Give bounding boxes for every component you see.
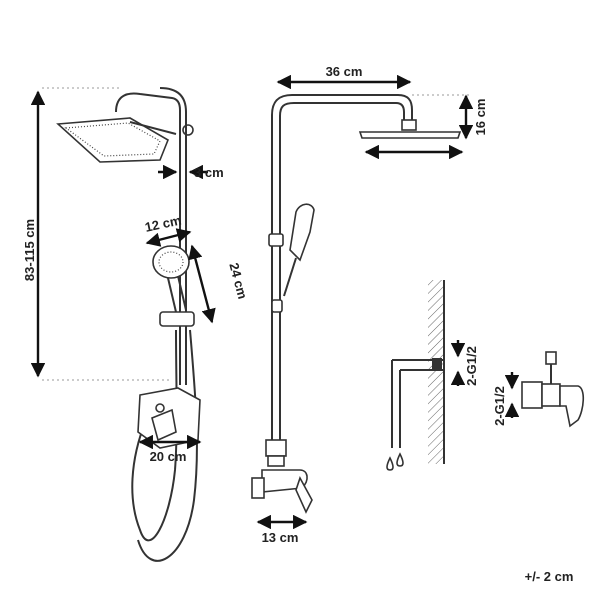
total-height-label: 83-115 cm bbox=[22, 219, 37, 281]
handshower-width-arrow bbox=[145, 228, 192, 247]
thread-wall-label: 2-G1/2 bbox=[464, 346, 479, 386]
hand-shower bbox=[152, 245, 195, 327]
offset-label: 3 cm bbox=[194, 165, 224, 180]
wall-connection-detail bbox=[386, 280, 445, 471]
mixer-side-detail bbox=[521, 351, 585, 428]
tolerance-label: +/- 2 cm bbox=[525, 569, 574, 584]
left-shower-view bbox=[42, 87, 201, 562]
front-head bbox=[358, 131, 462, 139]
mixer-depth-label: 13 cm bbox=[262, 530, 299, 545]
front-mixer bbox=[251, 439, 313, 514]
front-riser bbox=[271, 94, 413, 440]
water-drop-icon bbox=[396, 452, 404, 467]
front-elevation-view bbox=[251, 94, 462, 514]
front-handshower bbox=[289, 203, 315, 262]
head-height-label: 16 cm bbox=[473, 99, 488, 136]
wall-fitting bbox=[432, 358, 442, 370]
wall-hatch bbox=[428, 280, 444, 464]
head-width-label: 36 cm bbox=[326, 64, 363, 79]
water-drop-icon bbox=[386, 456, 394, 471]
mixer-width-label: 20 cm bbox=[150, 449, 187, 464]
handshower-length-label: 24 cm bbox=[226, 261, 250, 301]
thermostat-mixer bbox=[137, 387, 201, 449]
handshower-length-arrow bbox=[188, 244, 216, 324]
thread-mixer-label: 2-G1/2 bbox=[492, 386, 507, 426]
overhead-shower-head bbox=[56, 87, 194, 380]
handshower-width-label: 12 cm bbox=[143, 212, 182, 234]
head-connector bbox=[401, 119, 417, 131]
